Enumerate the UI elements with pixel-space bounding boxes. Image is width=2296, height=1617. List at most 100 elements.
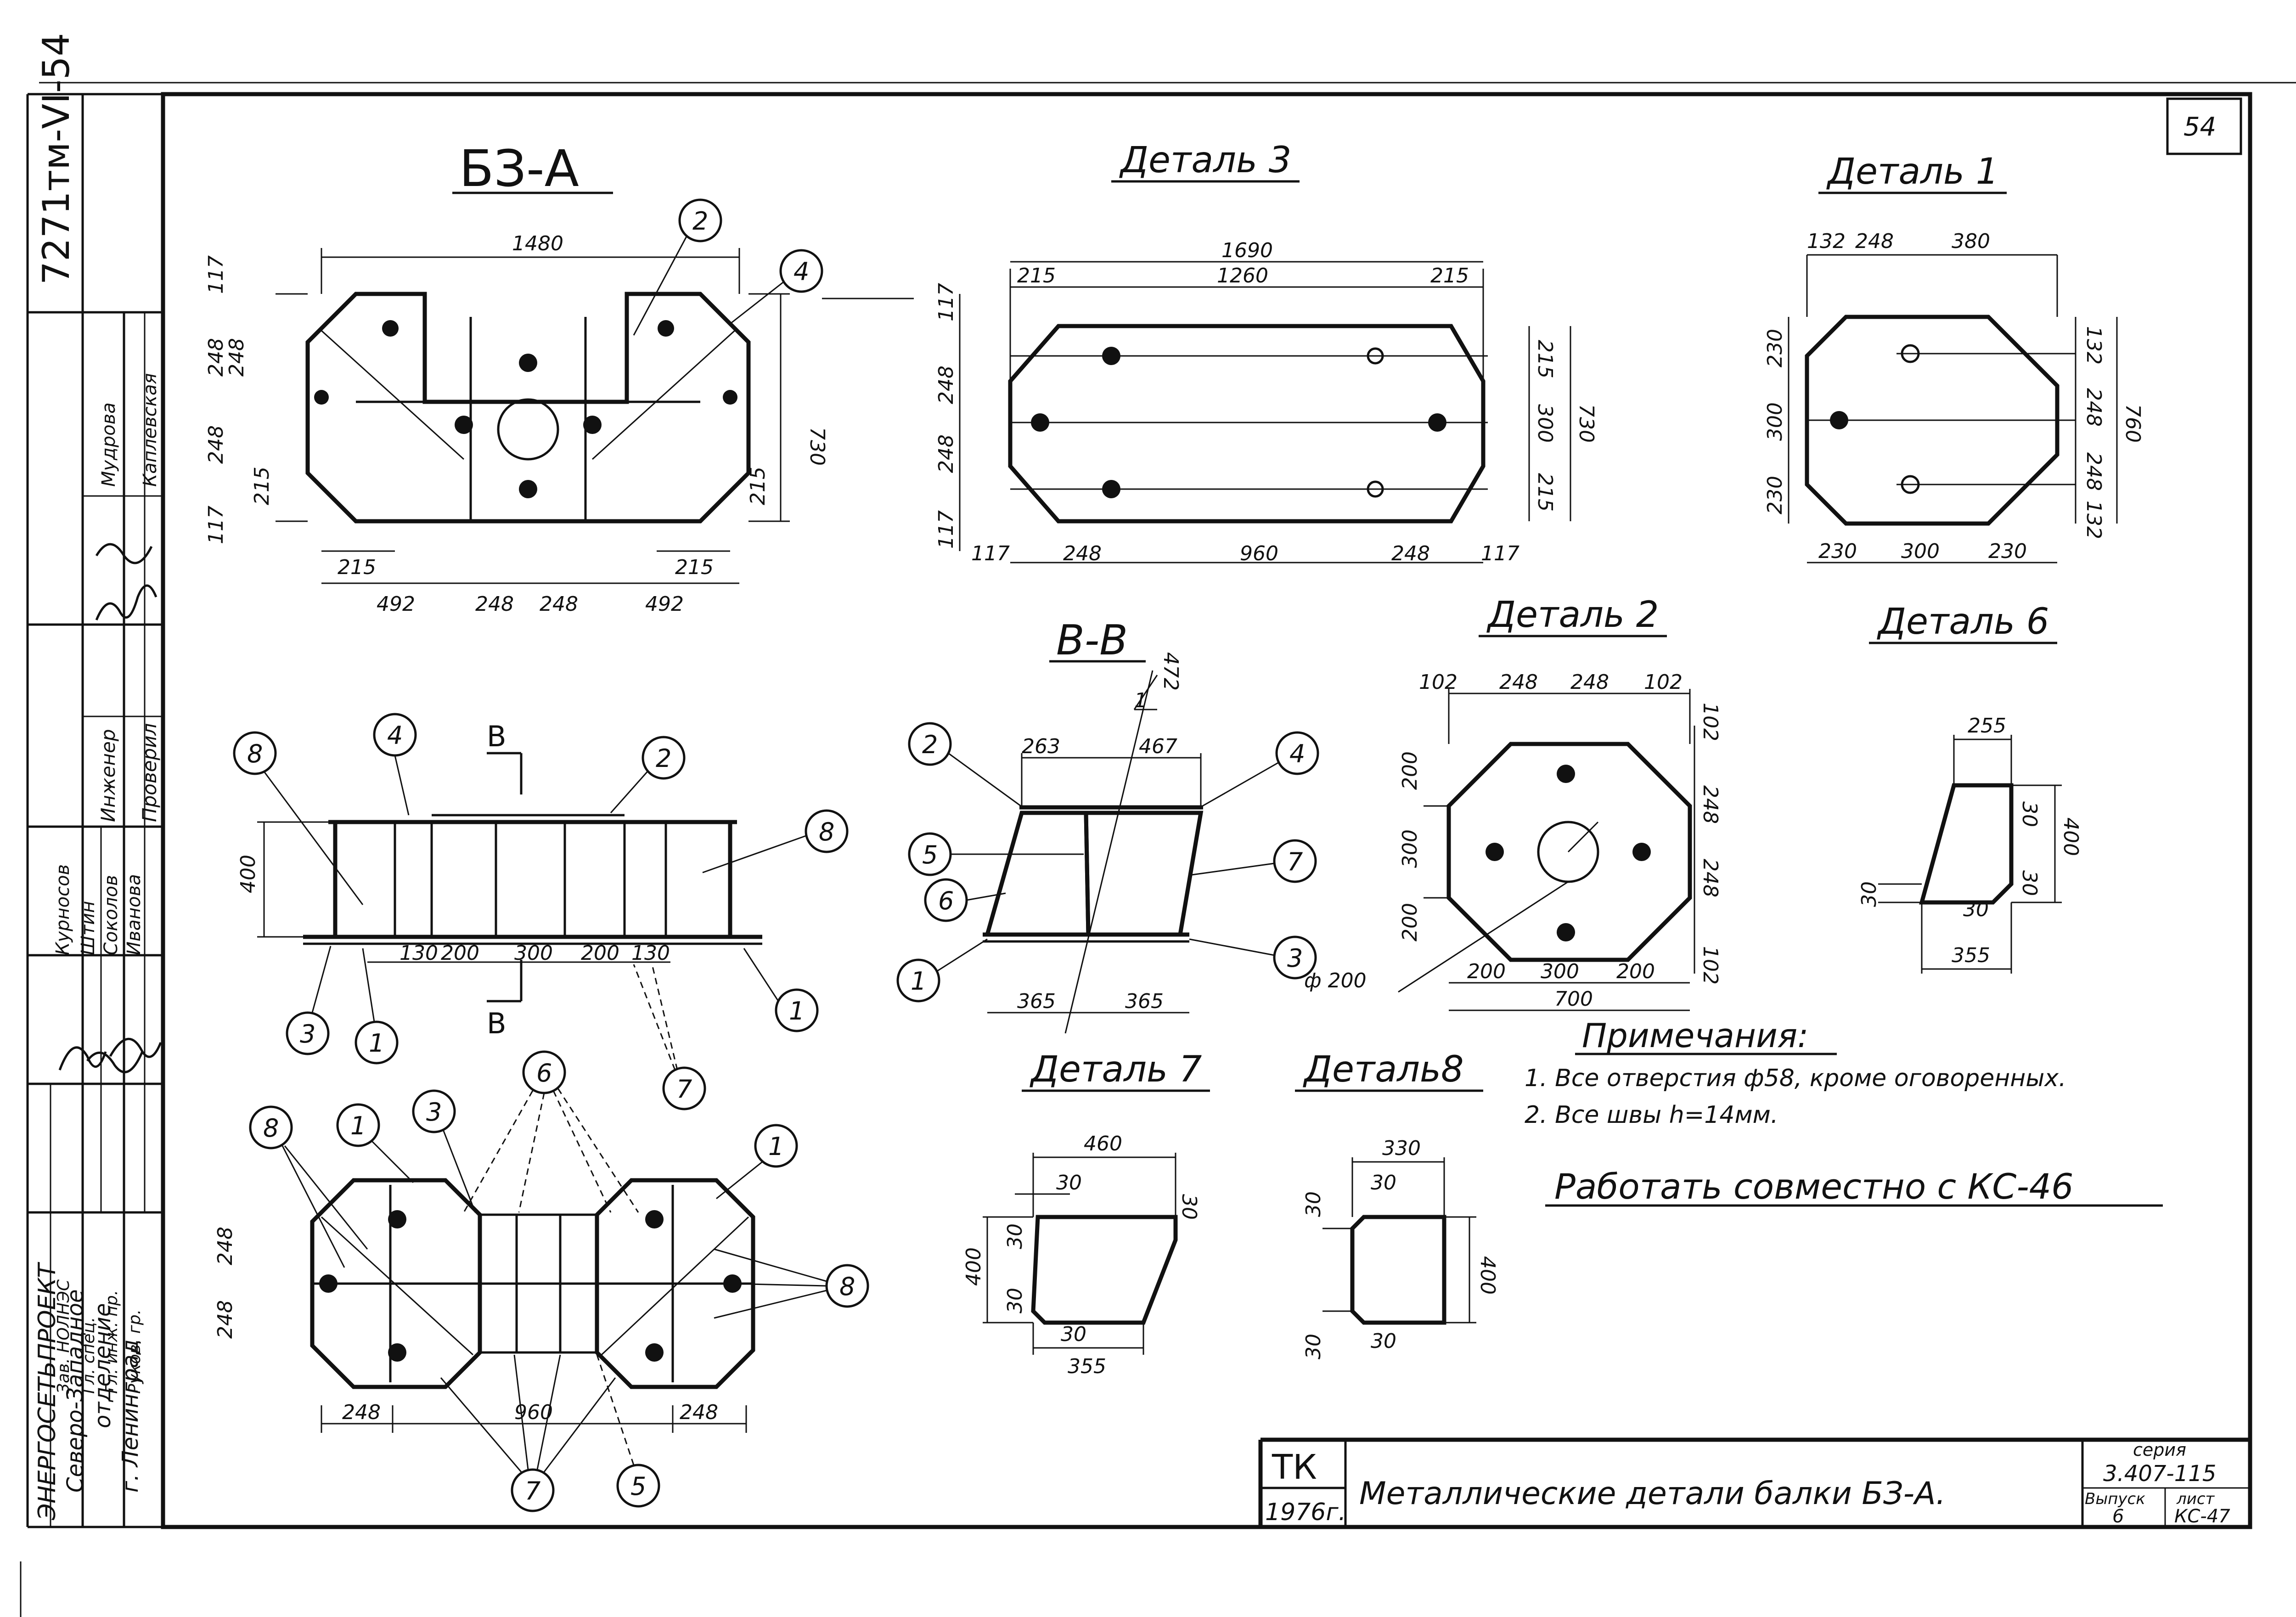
dim-label: 215 [1017,264,1056,287]
balloon-label: 2 [922,730,938,759]
balloon-label: 5 [922,840,938,869]
note-2: 2. Все швы h=14мм. [1525,1101,1778,1129]
dim-label: 117 [204,255,228,294]
dim-label: 492 [645,592,684,616]
plan-top-dimensions: 1480 117 248 248 248 117 215 730 215 215… [204,232,829,616]
detail2-plate [1398,689,1695,1011]
org-branch-1: Северо-Западное [62,1290,88,1493]
issue-label: Выпуск [2085,1490,2145,1508]
balloon-label: 3 [300,1020,315,1048]
stamp-signatures [58,543,162,1074]
dim-label: 460 [1084,1132,1122,1155]
detail6-dimensions: 255 30 30 400 30 30 355 [1857,714,2082,967]
sheet-frame [20,82,2296,1617]
sheet-label: лист [2176,1490,2215,1508]
dim-label: 230 [1763,476,1787,514]
series-label: серия [2133,1440,2186,1460]
dim-label: 248 [540,592,578,616]
balloon-label: 3 [1287,944,1303,973]
dim-label: 200 [1398,903,1422,941]
plan-bottom-dimensions: 248 248 248 960 248 [214,1227,718,1424]
dim-label: 132 [2082,501,2105,539]
dim-label: 230 [1988,540,2027,563]
dim-label: 200 [1616,960,1655,983]
dim-label: 215 [250,467,274,505]
balloon-label: 3 [426,1098,442,1127]
balloon-label: 8 [819,817,834,846]
dim-label: 117 [971,542,1010,565]
dim-label: 200 [581,941,619,965]
section-marker-bottom: В [487,1007,506,1040]
stamp-role-chief-eng: Гл. инж. пр. [102,1290,121,1394]
dim-label: 30 [1003,1223,1027,1249]
dim-label: 248 [1855,230,1894,253]
dim-label: 30 [1963,898,1989,921]
detail2-title: Деталь 2 [1486,594,1659,636]
dim-label: 132 [1807,230,1846,253]
dim-label: 300 [1541,960,1579,983]
dim-label: 248 [680,1401,718,1424]
stamp-role-chief-spec: Гл. спец. [79,1317,98,1394]
dim-label: 200 [1398,751,1422,790]
detail8-title: Деталь8 [1303,1049,1464,1090]
balloon-label: 5 [630,1472,646,1501]
dim-label: 248 [225,338,248,377]
balloon-label: 1 [768,1132,784,1161]
balloon-label: 7 [676,1075,692,1104]
plan-top-balloons: 2 4 [633,198,823,336]
dim-label: 760 [2121,404,2144,443]
balloon-label: 7 [1287,847,1303,876]
dim-label: 300 [514,941,553,965]
section-marker-top: В [487,720,506,753]
balloon-label: 8 [247,739,263,768]
dim-label: 30 [1371,1171,1396,1194]
dim-label: 700 [1554,987,1593,1011]
balloon-label: 6 [536,1059,552,1087]
org-city: г. Ленинград [118,1339,143,1493]
dim-label: 248 [1391,542,1430,565]
stamp-organization: ЭНЕРГОСЕТЬПРОЕКТ Северо-Западное отделен… [34,1262,143,1521]
detail6-plate [1878,735,2062,974]
dim-label: 248 [1570,670,1609,694]
dim-label: 400 [962,1247,985,1286]
dim-label: 215 [1533,340,1557,378]
dim-label: 30 [1302,1334,1325,1359]
stamp-roles: Инженер Проверил Зав. НОЛНЭС Гл. спец. Г… [54,723,161,1394]
stamp-role-head: Зав. НОЛНЭС [54,1279,73,1394]
notes-heading: Примечания: [1582,1016,1808,1055]
dim-label: 400 [236,855,260,893]
dim-label: 365 [1017,990,1056,1013]
stamp-name-2: Штин [78,901,99,955]
dim-label: 300 [1533,404,1557,443]
section-title: В-В [1056,616,1128,665]
stamp-name-3: Соколов [101,875,122,955]
dim-label: 730 [1575,404,1598,443]
dim-label: 30 [1056,1171,1082,1194]
hole-callout: ф 200 [1304,969,1367,992]
detail3-dimensions: 1690 215 1260 215 117 248 248 117 215 30… [934,239,1598,565]
detail3-plate [822,261,1571,563]
dim-label: 467 [1139,735,1177,758]
dim-label: 248 [342,1401,381,1424]
dim-label: 102 [1699,703,1722,741]
sheet-value: КС-47 [2174,1506,2230,1527]
dim-label: 200 [1467,960,1506,983]
dim-label: 1260 [1217,264,1268,287]
section-balloons: 2 4 5 6 7 1 3 [896,722,1319,1003]
stamp-name-1: Курносов [52,864,73,955]
tk-mark: ТК [1272,1448,1317,1487]
balloon-label: 1 [350,1111,366,1140]
detail3-title: Деталь 3 [1119,140,1291,181]
dim-label: 215 [675,556,714,579]
dim-label: 215 [1533,473,1557,512]
front-view [257,752,762,1003]
dim-label: 117 [204,506,228,544]
dim-label: 102 [1419,670,1458,694]
sheet-number: 54 [2183,112,2216,142]
stamp-name-4: Иванова [124,874,145,955]
dim-label: 1690 [1221,239,1273,262]
balloon-label: 4 [387,721,403,750]
detail7-plate [983,1153,1178,1355]
title-block [1258,1437,2250,1527]
